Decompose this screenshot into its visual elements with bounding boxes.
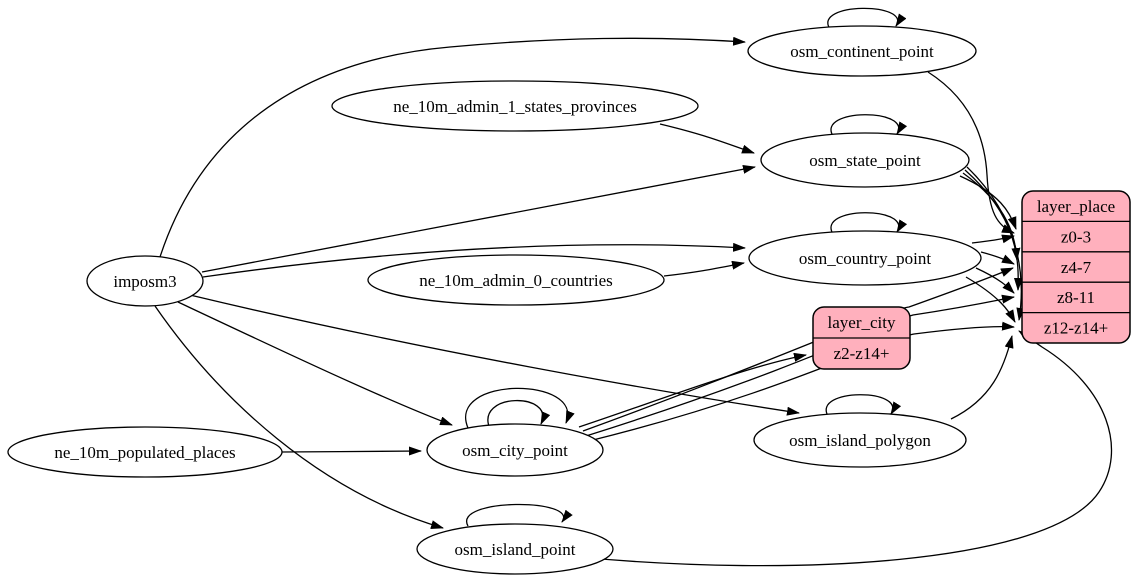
layer_place-title: layer_place bbox=[1037, 197, 1115, 216]
selfloop-osm_state_point bbox=[830, 114, 908, 137]
layer_city-title: layer_city bbox=[828, 313, 896, 332]
osm_state_point-label: osm_state_point bbox=[809, 151, 921, 170]
layer_place-row-z4-7: z4-7 bbox=[1061, 258, 1092, 277]
edge-imposm3-to-osm_state_point bbox=[201, 164, 756, 273]
edge-ne_10m_populated_places-to-osm_city_point bbox=[281, 446, 422, 456]
edge-imposm3-to-osm_continent_point bbox=[159, 36, 746, 258]
edge-imposm3-to-osm_city_point bbox=[177, 301, 453, 426]
osm_island_point-ellipse bbox=[416, 523, 614, 575]
selfloop-osm_country_point bbox=[830, 212, 908, 235]
layer_city-row-z2-z14: z2-z14+ bbox=[834, 344, 890, 363]
osm_island_point-label: osm_island_point bbox=[455, 540, 576, 559]
ne_10m_populated_places-ellipse bbox=[7, 426, 283, 478]
osm_island_polygon-label: osm_island_polygon bbox=[789, 431, 931, 450]
osm_country_point-ellipse bbox=[748, 230, 982, 286]
edge-imposm3-to-osm_island_polygon bbox=[189, 294, 800, 416]
osm_continent_point-ellipse bbox=[747, 25, 977, 77]
node-ne_10m_populated_places: ne_10m_populated_places bbox=[7, 426, 283, 478]
edge-osm_country_point-to-layer_place-z8-11 bbox=[975, 267, 1015, 294]
ne_10m_admin_1_states_provinces-label: ne_10m_admin_1_states_provinces bbox=[393, 97, 637, 116]
imposm3-label: imposm3 bbox=[113, 272, 176, 291]
node-layer_city: layer_city z2-z14+ bbox=[812, 306, 911, 370]
selfloop-osm_city_point-inner bbox=[487, 399, 551, 430]
imposm3-ellipse bbox=[86, 255, 204, 307]
node-osm_state_point: osm_state_point bbox=[760, 132, 970, 188]
node-osm_island_point: osm_island_point bbox=[416, 523, 614, 575]
osm_city_point-label: osm_city_point bbox=[462, 441, 568, 460]
ne_10m_admin_0_countries-label: ne_10m_admin_0_countries bbox=[419, 271, 613, 290]
edge-osm_country_point-to-layer_place-z0-3 bbox=[971, 234, 1015, 244]
edge-osm_island_point-to-layer_place-z12-z14 bbox=[578, 330, 1113, 567]
node-osm_island_polygon: osm_island_polygon bbox=[753, 412, 967, 468]
edge-ne_10m_admin_1_states_provinces-to-osm_state_point bbox=[659, 123, 755, 154]
osm_country_point-label: osm_country_point bbox=[799, 249, 931, 268]
selfloop-osm_island_polygon bbox=[825, 394, 902, 417]
ne_10m_admin_1_states_provinces-ellipse bbox=[331, 80, 699, 132]
layer_place-box bbox=[1021, 190, 1131, 344]
selfloop-osm_island_point bbox=[466, 503, 573, 527]
edge-imposm3-to-osm_country_point bbox=[202, 242, 746, 278]
edge-osm_state_point-to-layer_place-z0-3 bbox=[959, 175, 1017, 230]
node-osm_city_point: osm_city_point bbox=[426, 423, 604, 477]
edge-osm_city_point-to-layer_place-z4-7 bbox=[582, 267, 1014, 432]
edge-osm_city_point-to-layer_city-z2-z14 bbox=[578, 352, 807, 428]
osm_city_point-ellipse bbox=[426, 423, 604, 477]
edge-ne_10m_admin_0_countries-to-osm_country_point bbox=[663, 260, 745, 277]
edge-osm_country_point-to-layer_place-z4-7 bbox=[980, 251, 1015, 265]
osm_state_point-ellipse bbox=[760, 132, 970, 188]
ne_10m_admin_0_countries-ellipse bbox=[367, 254, 665, 306]
edge-imposm3-to-osm_island_point bbox=[154, 305, 444, 529]
osm_continent_point-label: osm_continent_point bbox=[790, 42, 934, 61]
node-osm_continent_point: osm_continent_point bbox=[747, 25, 977, 77]
edge-osm_island_polygon-to-layer_place-z12-z14 bbox=[950, 335, 1014, 420]
node-ne_10m_admin_0_countries: ne_10m_admin_0_countries bbox=[367, 254, 665, 306]
edge-osm_city_point-to-layer_place-z8-11 bbox=[585, 294, 1015, 437]
layer_place-row-z12-z14: z12-z14+ bbox=[1044, 319, 1108, 338]
edge-layer bbox=[154, 7, 1113, 567]
node-imposm3: imposm3 bbox=[86, 255, 204, 307]
selfloop-osm_city_point-outer bbox=[465, 387, 575, 429]
edge-osm_continent_point-to-layer_place-z0-3 bbox=[927, 71, 1015, 234]
osm_island_polygon-ellipse bbox=[753, 412, 967, 468]
layer_place-row-z0-3: z0-3 bbox=[1061, 228, 1091, 247]
node-osm_country_point: osm_country_point bbox=[748, 230, 982, 286]
ne_10m_populated_places-label: ne_10m_populated_places bbox=[54, 443, 235, 462]
node-ne_10m_admin_1_states_provinces: ne_10m_admin_1_states_provinces bbox=[331, 80, 699, 132]
layer_place-row-z8-11: z8-11 bbox=[1057, 288, 1095, 307]
node-layer_place: layer_place z0-3 z4-7 z8-11 z12-z14+ bbox=[1021, 190, 1131, 344]
edge-osm_state_point-to-layer_place-z12-z14 bbox=[966, 166, 1026, 321]
selfloop-osm_continent_point bbox=[827, 7, 907, 30]
